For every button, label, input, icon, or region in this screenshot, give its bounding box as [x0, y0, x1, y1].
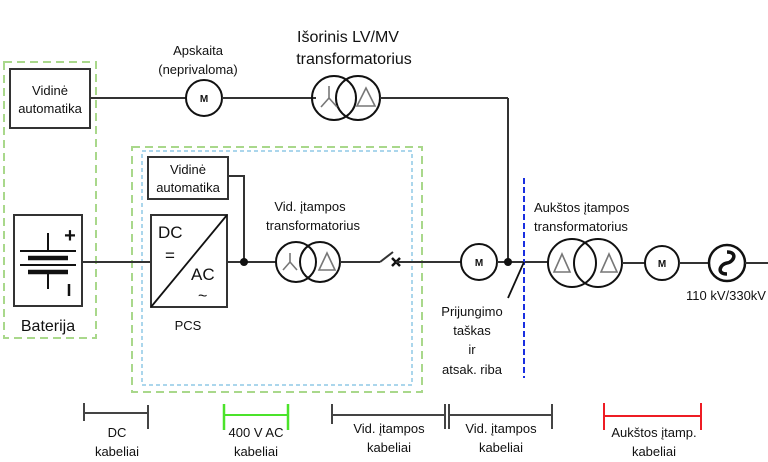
external-transformer-label-1: Išorinis LV/MV: [297, 29, 399, 46]
top-automation-label-2: automatika: [18, 101, 82, 116]
cable-legend-mv-2: [448, 404, 553, 429]
cable-legend-mv-2-label-2: kabeliai: [479, 440, 523, 455]
pcs-automation-wire: [228, 175, 245, 262]
cable-legend-ac-label-1: 400 V AC: [229, 425, 284, 440]
mv-transformer-label-1: Vid. įtampos: [274, 199, 346, 214]
cable-legend-mv-1: [331, 404, 446, 429]
top-automation-label-1: Vidinė: [32, 83, 68, 98]
hv-transformer-label-2: transformatorius: [534, 219, 628, 234]
pcs-label: PCS: [175, 318, 202, 333]
pcs-automation-box[interactable]: [147, 156, 229, 200]
hv-transformer-label-1: Aukštos įtampos: [534, 200, 630, 215]
cable-legend-mv-1-label-2: kabeliai: [367, 440, 411, 455]
cable-legend-ac: [222, 404, 290, 430]
hv-meter-symbol: M: [658, 259, 666, 270]
hv-transformer-icon[interactable]: [547, 238, 623, 288]
cable-legend-ac-label-2: kabeliai: [234, 444, 278, 459]
cable-legend-hv: [603, 403, 702, 430]
mv-transformer-icon[interactable]: [275, 241, 341, 283]
cable-legend-dc: [83, 403, 149, 429]
pcs-automation-label-2: automatika: [156, 180, 220, 195]
pcs-automation-label-1: Vidinė: [170, 162, 206, 177]
connection-junction-dot: [504, 258, 512, 266]
connection-point-label-4: atsak. riba: [442, 362, 503, 377]
cable-legend-mv-2-label-1: Vid. įtampos: [465, 421, 537, 436]
cable-legend-hv-label-2: kabeliai: [632, 444, 676, 459]
mv-transformer-label-2: transformatorius: [266, 218, 360, 233]
battery-plus: +: [64, 225, 76, 247]
circuit-breaker-icon[interactable]: [379, 251, 401, 267]
connection-point-label-2: taškas: [453, 323, 491, 338]
pcs-junction-dot: [240, 258, 248, 266]
pcs-diagonal: [150, 214, 228, 308]
cable-legend-hv-label-1: Aukštos įtamp.: [611, 425, 696, 440]
grid-source-icon[interactable]: [707, 243, 747, 283]
battery-label: Baterija: [21, 318, 75, 335]
external-transformer-label-2: transformatorius: [296, 51, 412, 68]
battery-system-boundary: [3, 61, 97, 339]
connection-point-pointer: [507, 261, 525, 299]
top-automation-box[interactable]: [9, 68, 91, 129]
pcs-dc-label: DC: [158, 223, 183, 242]
pcs-ac-symbol: ~: [198, 288, 207, 305]
pcs-enclosure-boundary: [141, 150, 413, 386]
cable-legend-dc-label-1: DC: [108, 425, 127, 440]
pcs-dc-symbol: =: [165, 246, 175, 265]
top-meter-label-2: (neprivaloma): [158, 62, 237, 77]
top-meter-symbol: M: [200, 94, 208, 105]
battery-icon: [20, 233, 76, 289]
cable-legend-dc-label-2: kabeliai: [95, 444, 139, 459]
connection-point-label-1: Prijungimo: [441, 304, 502, 319]
pcs-ac-label: AC: [191, 265, 215, 284]
cable-legend-mv-1-label-1: Vid. įtampos: [353, 421, 425, 436]
pcs-station-boundary: [131, 146, 423, 393]
external-transformer-icon[interactable]: [311, 75, 381, 121]
grid-voltage-label: 110 kV/330kV: [686, 288, 766, 303]
poc-meter-symbol: M: [475, 258, 483, 269]
connection-point-label-3: ir: [468, 342, 476, 357]
battery-box[interactable]: [13, 214, 83, 307]
top-meter-label-1: Apskaita: [173, 43, 224, 58]
